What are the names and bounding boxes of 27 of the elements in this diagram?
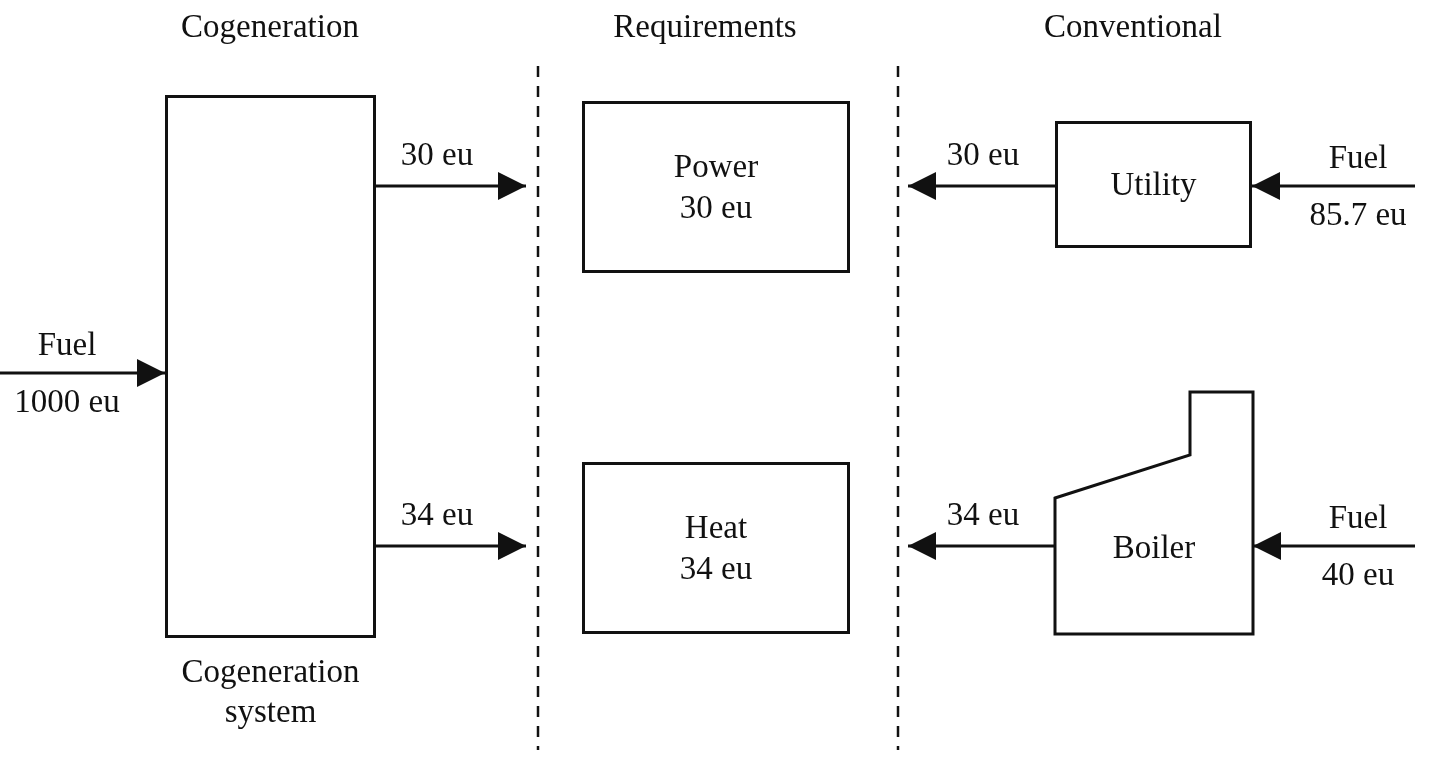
edge-label: 30 eu — [400, 135, 474, 174]
arrow — [1252, 172, 1415, 200]
arrow — [376, 532, 526, 560]
column-heading: Cogeneration — [181, 8, 359, 45]
utility-box — [1055, 121, 1252, 248]
edge-label: 30 eu — [946, 135, 1020, 174]
node-label: Heat 34 eu — [678, 507, 754, 588]
edge-label: 34 eu — [400, 495, 474, 534]
edge-label: Fuel 85.7 eu — [1308, 138, 1408, 234]
node-label: Boiler — [1111, 528, 1197, 568]
column-heading: Conventional — [1044, 8, 1222, 45]
edge-label: 34 eu — [946, 495, 1020, 534]
node-label: Utility — [1109, 164, 1198, 204]
edge-label: Fuel 1000 eu — [13, 325, 121, 421]
arrow — [1253, 532, 1415, 560]
arrow — [908, 172, 1055, 200]
arrow — [0, 359, 165, 387]
column-heading: Requirements — [613, 8, 797, 45]
requirement-box — [582, 462, 850, 634]
arrow — [376, 172, 526, 200]
arrow — [908, 532, 1055, 560]
edge-label: Fuel 40 eu — [1320, 498, 1396, 594]
node-label: Power 30 eu — [672, 146, 760, 227]
node-caption: Cogeneration system — [180, 652, 361, 731]
boiler-shape — [1055, 392, 1253, 634]
cogeneration-box — [165, 95, 376, 638]
requirement-box — [582, 101, 850, 273]
